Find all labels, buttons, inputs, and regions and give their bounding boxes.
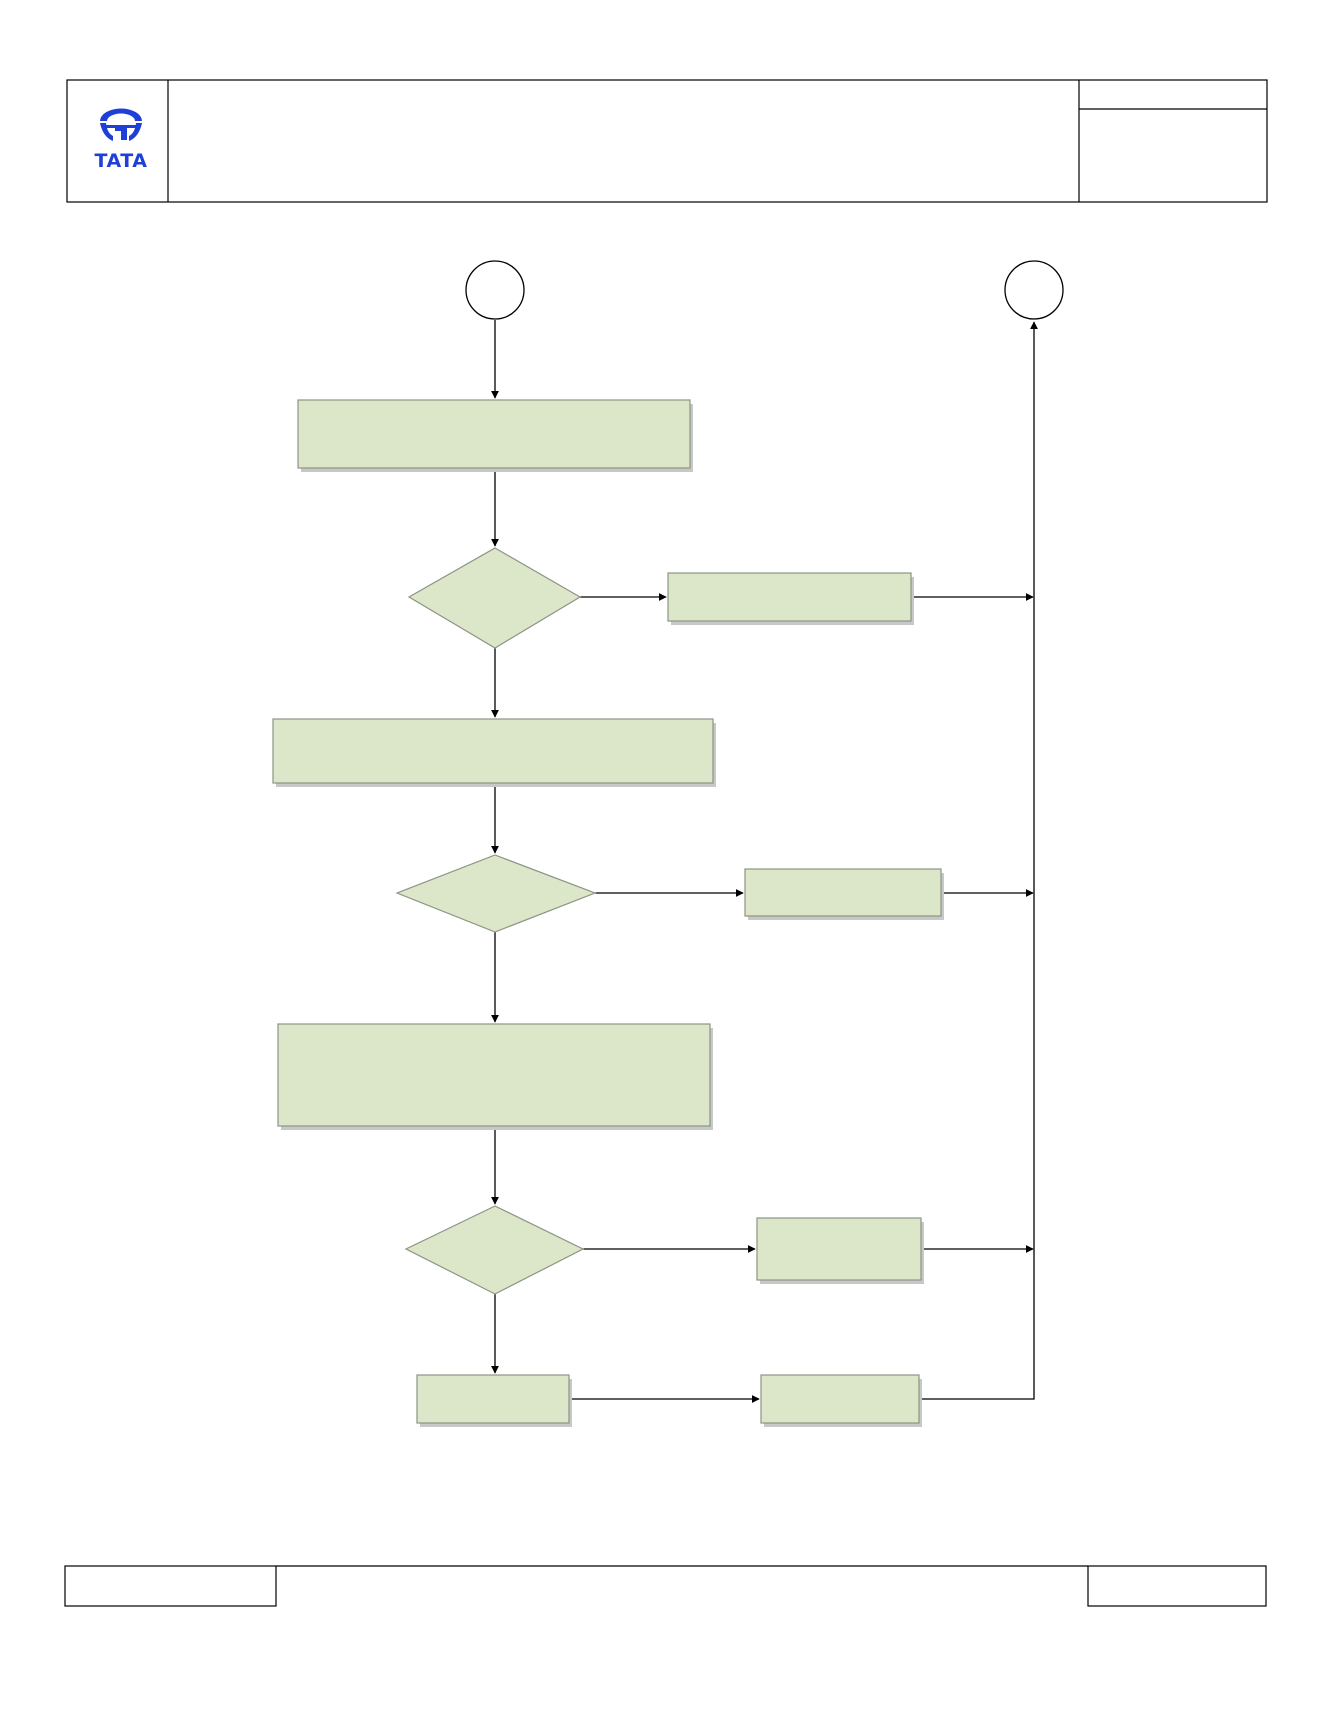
page-footer [64, 1565, 1267, 1607]
start-connector-circle [465, 260, 525, 320]
decision-diamond-1 [407, 547, 582, 649]
connector-return-rail-to-end [919, 321, 1038, 1400]
footer-left-box [64, 1565, 277, 1607]
page-header: TATA [66, 79, 1268, 203]
footer-right-box [1087, 1565, 1267, 1607]
process-branch-3 [756, 1217, 922, 1281]
process-boxes [272, 399, 944, 1427]
decision-diamond-3 [404, 1205, 585, 1295]
process-branch-2 [744, 868, 942, 917]
tata-logo: TATA [95, 108, 148, 172]
decisions [395, 547, 597, 1295]
process-step-2 [272, 718, 714, 784]
terminals [465, 260, 1064, 320]
process-step-5 [760, 1374, 920, 1424]
process-step-1 [297, 399, 691, 469]
process-branch-1 [667, 572, 912, 622]
tata-wordmark: TATA [95, 150, 148, 172]
connectors [491, 320, 1038, 1403]
end-connector-circle [1004, 260, 1064, 320]
process-step-3 [277, 1023, 711, 1127]
decision-diamond-2 [395, 854, 597, 933]
process-step-4 [416, 1374, 570, 1424]
tata-emblem-icon [100, 108, 142, 141]
header-frame [66, 79, 1268, 203]
